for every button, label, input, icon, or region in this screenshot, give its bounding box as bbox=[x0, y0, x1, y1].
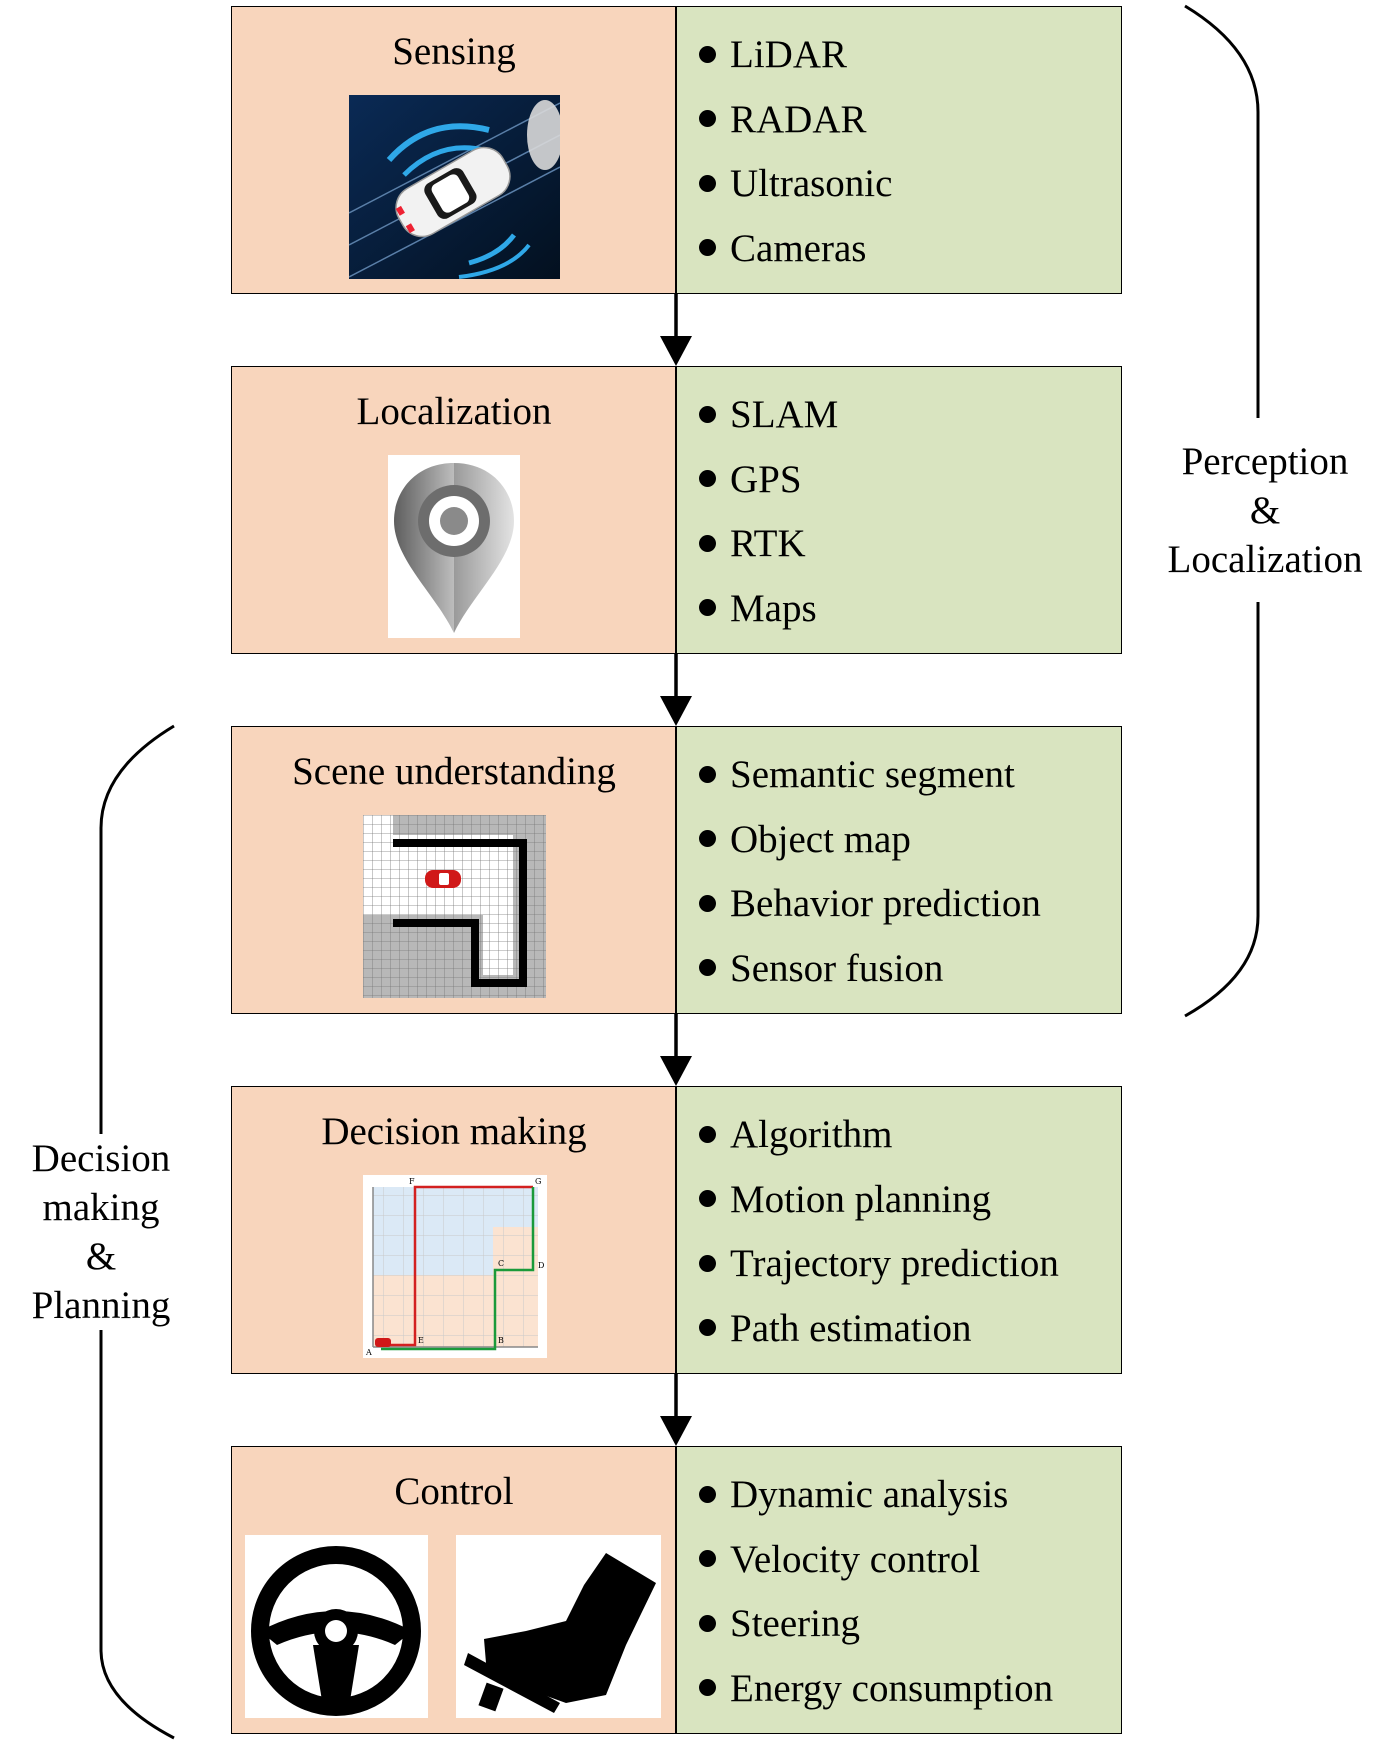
stage-row-decision-making: Decision making F bbox=[231, 1086, 1122, 1374]
detail-item: Cameras bbox=[699, 217, 892, 282]
flow-arrow bbox=[660, 294, 692, 366]
bullet-icon bbox=[699, 599, 716, 617]
bullet-icon bbox=[699, 959, 716, 977]
bullet-icon bbox=[699, 1319, 716, 1337]
stage-box-decision-making: Decision making F bbox=[231, 1086, 677, 1374]
bullet-icon bbox=[699, 239, 716, 257]
stage-title-localization: Localization bbox=[356, 390, 552, 433]
detail-item: Dynamic analysis bbox=[699, 1463, 1053, 1528]
detail-list-sensing: LiDAR RADAR Ultrasonic Cameras bbox=[699, 23, 892, 281]
bullet-icon bbox=[699, 1614, 716, 1632]
detail-item: Velocity control bbox=[699, 1528, 1053, 1593]
detail-item: RADAR bbox=[699, 88, 892, 153]
stage-details-localization: SLAM GPS RTK Maps bbox=[675, 366, 1122, 654]
bullet-icon bbox=[699, 830, 716, 848]
stage-box-sensing: Sensing bbox=[231, 6, 677, 294]
detail-item: Ultrasonic bbox=[699, 152, 892, 217]
grid-letter: B bbox=[498, 1336, 504, 1345]
planning-group-label: Decision making & Planning bbox=[18, 1134, 184, 1330]
detail-list-decision-making: Algorithm Motion planning Trajectory pre… bbox=[699, 1103, 1059, 1361]
detail-item: SLAM bbox=[699, 383, 838, 448]
perception-brace bbox=[1184, 4, 1260, 1018]
detail-item: Steering bbox=[699, 1592, 1053, 1657]
grid-letter: D bbox=[538, 1261, 544, 1270]
stage-details-scene-understanding: Semantic segment Object map Behavior pre… bbox=[675, 726, 1122, 1014]
car-sensors-icon bbox=[348, 95, 563, 279]
bullet-icon bbox=[699, 1254, 716, 1272]
stage-details-control: Dynamic analysis Velocity control Steeri… bbox=[675, 1446, 1122, 1734]
occupancy-grid-icon bbox=[363, 815, 546, 998]
grid-letter: C bbox=[498, 1259, 504, 1268]
detail-item: Maps bbox=[699, 577, 838, 642]
bullet-icon bbox=[699, 534, 716, 552]
bullet-icon bbox=[699, 110, 716, 128]
grid-letter: A bbox=[365, 1348, 372, 1357]
stage-title-scene-understanding: Scene understanding bbox=[292, 750, 616, 793]
flow-arrow bbox=[660, 1374, 692, 1446]
bullet-icon bbox=[699, 1125, 716, 1143]
map-pin-icon bbox=[388, 455, 520, 638]
stage-title-control: Control bbox=[394, 1470, 514, 1513]
detail-item: Behavior prediction bbox=[699, 872, 1041, 937]
bullet-icon bbox=[699, 405, 716, 423]
bullet-icon bbox=[699, 174, 716, 192]
bullet-icon bbox=[699, 765, 716, 783]
stage-box-control: Control bbox=[231, 1446, 677, 1734]
stage-title-sensing: Sensing bbox=[392, 30, 516, 73]
detail-list-scene-understanding: Semantic segment Object map Behavior pre… bbox=[699, 743, 1041, 1001]
stage-title-decision-making: Decision making bbox=[321, 1110, 587, 1153]
detail-item: Object map bbox=[699, 808, 1041, 873]
detail-item: Energy consumption bbox=[699, 1657, 1053, 1722]
bullet-icon bbox=[699, 45, 716, 63]
detail-item: RTK bbox=[699, 512, 838, 577]
detail-list-localization: SLAM GPS RTK Maps bbox=[699, 383, 838, 641]
detail-item: Trajectory prediction bbox=[699, 1232, 1059, 1297]
detail-list-control: Dynamic analysis Velocity control Steeri… bbox=[699, 1463, 1053, 1721]
steering-wheel-icon bbox=[245, 1535, 428, 1718]
detail-item: LiDAR bbox=[699, 23, 892, 88]
foot-pedal-icon bbox=[456, 1535, 661, 1718]
detail-item: Algorithm bbox=[699, 1103, 1059, 1168]
planning-brace bbox=[99, 724, 175, 1740]
grid-letter: F bbox=[409, 1177, 415, 1186]
stage-details-sensing: LiDAR RADAR Ultrasonic Cameras bbox=[675, 6, 1122, 294]
flow-arrow bbox=[660, 1014, 692, 1086]
detail-item: Semantic segment bbox=[699, 743, 1041, 808]
stage-row-sensing: Sensing bbox=[231, 6, 1122, 294]
detail-item: Motion planning bbox=[699, 1168, 1059, 1233]
bullet-icon bbox=[699, 470, 716, 488]
grid-letter: G bbox=[535, 1177, 541, 1186]
perception-group-label: Perception & Localization bbox=[1160, 437, 1370, 584]
stage-row-scene-understanding: Scene understanding bbox=[231, 726, 1122, 1014]
bullet-icon bbox=[699, 1485, 716, 1503]
grid-letter: E bbox=[418, 1336, 424, 1345]
detail-item: Sensor fusion bbox=[699, 937, 1041, 1002]
flow-arrow bbox=[660, 654, 692, 726]
stage-row-control: Control Dynamic analysi bbox=[231, 1446, 1122, 1734]
stage-details-decision-making: Algorithm Motion planning Trajectory pre… bbox=[675, 1086, 1122, 1374]
bullet-icon bbox=[699, 1190, 716, 1208]
detail-item: GPS bbox=[699, 448, 838, 513]
stage-box-scene-understanding: Scene understanding bbox=[231, 726, 677, 1014]
path-grid-icon: F G C D A E B bbox=[363, 1175, 547, 1358]
detail-item: Path estimation bbox=[699, 1297, 1059, 1362]
stage-row-localization: Localization SLAM GPS RT bbox=[231, 366, 1122, 654]
bullet-icon bbox=[699, 1550, 716, 1568]
stage-box-localization: Localization bbox=[231, 366, 677, 654]
bullet-icon bbox=[699, 1679, 716, 1697]
bullet-icon bbox=[699, 894, 716, 912]
